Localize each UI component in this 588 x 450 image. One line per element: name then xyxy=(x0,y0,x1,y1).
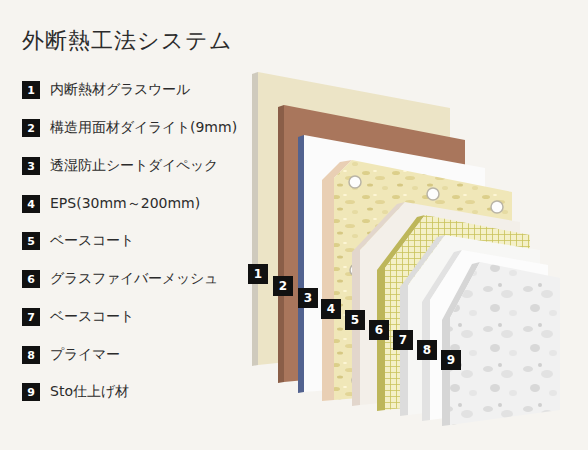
callout-number: 5 xyxy=(345,310,365,330)
layer-name: ベースコート xyxy=(50,308,134,326)
callout-number: 1 xyxy=(248,264,268,284)
layer-name: プライマー xyxy=(50,346,120,364)
callout-number: 7 xyxy=(393,330,413,350)
callout-number: 9 xyxy=(441,350,461,370)
layer-name: グラスファイバーメッシュ xyxy=(50,270,218,288)
list-number: 6 xyxy=(22,270,40,288)
callout-number: 2 xyxy=(273,276,293,296)
layer-name: 構造用面材ダイライト(9mm) xyxy=(50,119,237,137)
diagram-title: 外断熱工法システム xyxy=(22,26,233,56)
layer-name: EPS(30mm～200mm) xyxy=(50,195,200,213)
callout-number: 4 xyxy=(321,299,341,319)
callout-number: 3 xyxy=(298,288,318,308)
layer-name: Sto仕上げ材 xyxy=(50,383,129,401)
callout-number: 8 xyxy=(417,340,437,360)
list-number: 1 xyxy=(22,81,40,99)
list-number: 2 xyxy=(22,119,40,137)
list-number: 5 xyxy=(22,232,40,250)
list-number: 4 xyxy=(22,195,40,213)
list-number: 9 xyxy=(22,383,40,401)
layer-name: 内断熱材グラスウール xyxy=(50,81,190,99)
list-number: 8 xyxy=(22,346,40,364)
list-number: 3 xyxy=(22,157,40,175)
layer-name: ベースコート xyxy=(50,232,134,250)
callout-number: 6 xyxy=(369,320,389,340)
layer-name: 透湿防止シートダイペック xyxy=(50,157,218,175)
list-number: 7 xyxy=(22,308,40,326)
